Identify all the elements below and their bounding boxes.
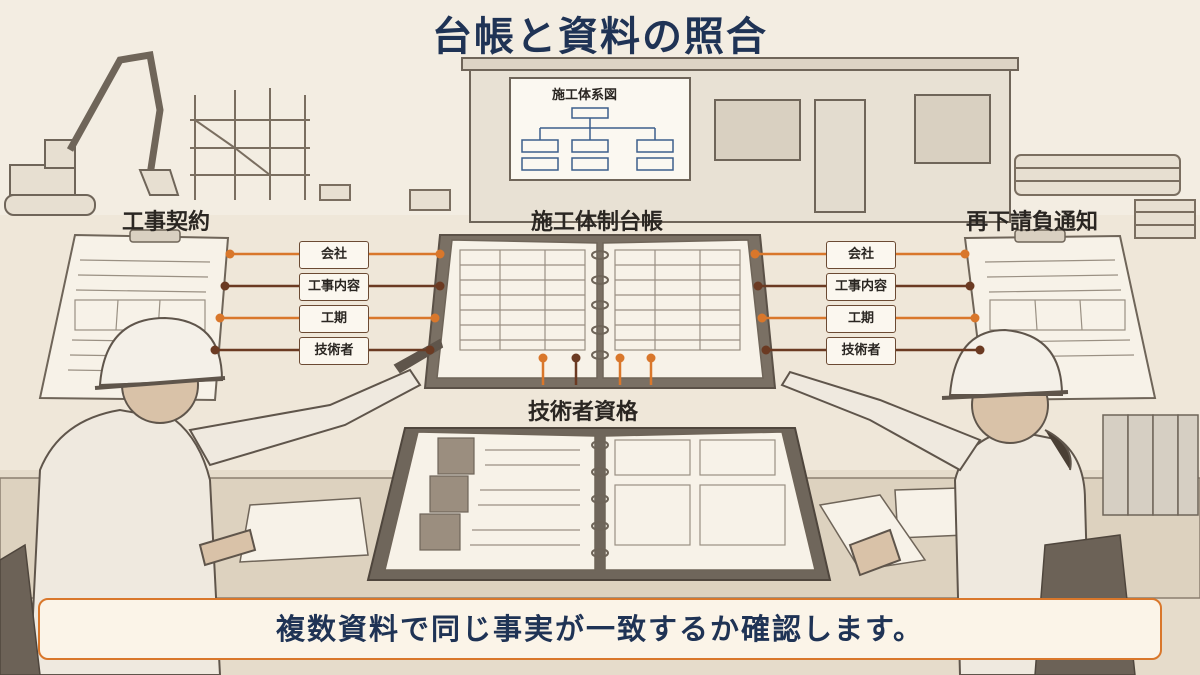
construction-ledger-binder: [423, 234, 777, 389]
left-field-work-content: 工事内容: [299, 273, 369, 301]
subcontract-notice-label: 再下請負通知: [966, 210, 1099, 235]
left-field-company: 会社: [299, 241, 369, 269]
right-field-work-period: 工期: [826, 305, 896, 333]
pallet-illustration: [319, 184, 451, 211]
left-connector-dots: [210, 249, 445, 355]
right-field-engineer: 技術者: [826, 337, 896, 365]
org-chart-board-label: 施工体系図: [552, 88, 618, 103]
caption-box: 複数資料で同じ事実が一致するか確認します。: [38, 598, 1162, 660]
qualification-connectors: [538, 353, 656, 385]
excavator-illustration: [4, 50, 180, 216]
chair-left: [0, 543, 41, 675]
scaffolding-illustration: [190, 88, 310, 200]
qualification-binder: [366, 427, 832, 581]
construction-contract-label: 工事契約: [122, 210, 211, 235]
engineer-qualification-label: 技術者資格: [528, 400, 639, 425]
paper-stack-illustration: [818, 487, 966, 571]
page-title: 台帳と資料の照合: [432, 14, 768, 60]
right-field-work-content: 工事内容: [826, 273, 896, 301]
construction-ledger-label: 施工体制台帳: [531, 210, 664, 235]
site-office-cabin: [461, 57, 1019, 223]
notebook-illustration: [239, 497, 369, 563]
left-field-work-period: 工期: [299, 305, 369, 333]
pipe-stack-illustration: [1014, 154, 1196, 239]
right-field-company: 会社: [826, 241, 896, 269]
right-connector-dots: [750, 249, 985, 355]
binder-shelf-illustration: [1102, 414, 1199, 516]
left-field-engineer: 技術者: [299, 337, 369, 365]
caption-text: 複数資料で同じ事実が一致するか確認します。: [275, 612, 925, 646]
